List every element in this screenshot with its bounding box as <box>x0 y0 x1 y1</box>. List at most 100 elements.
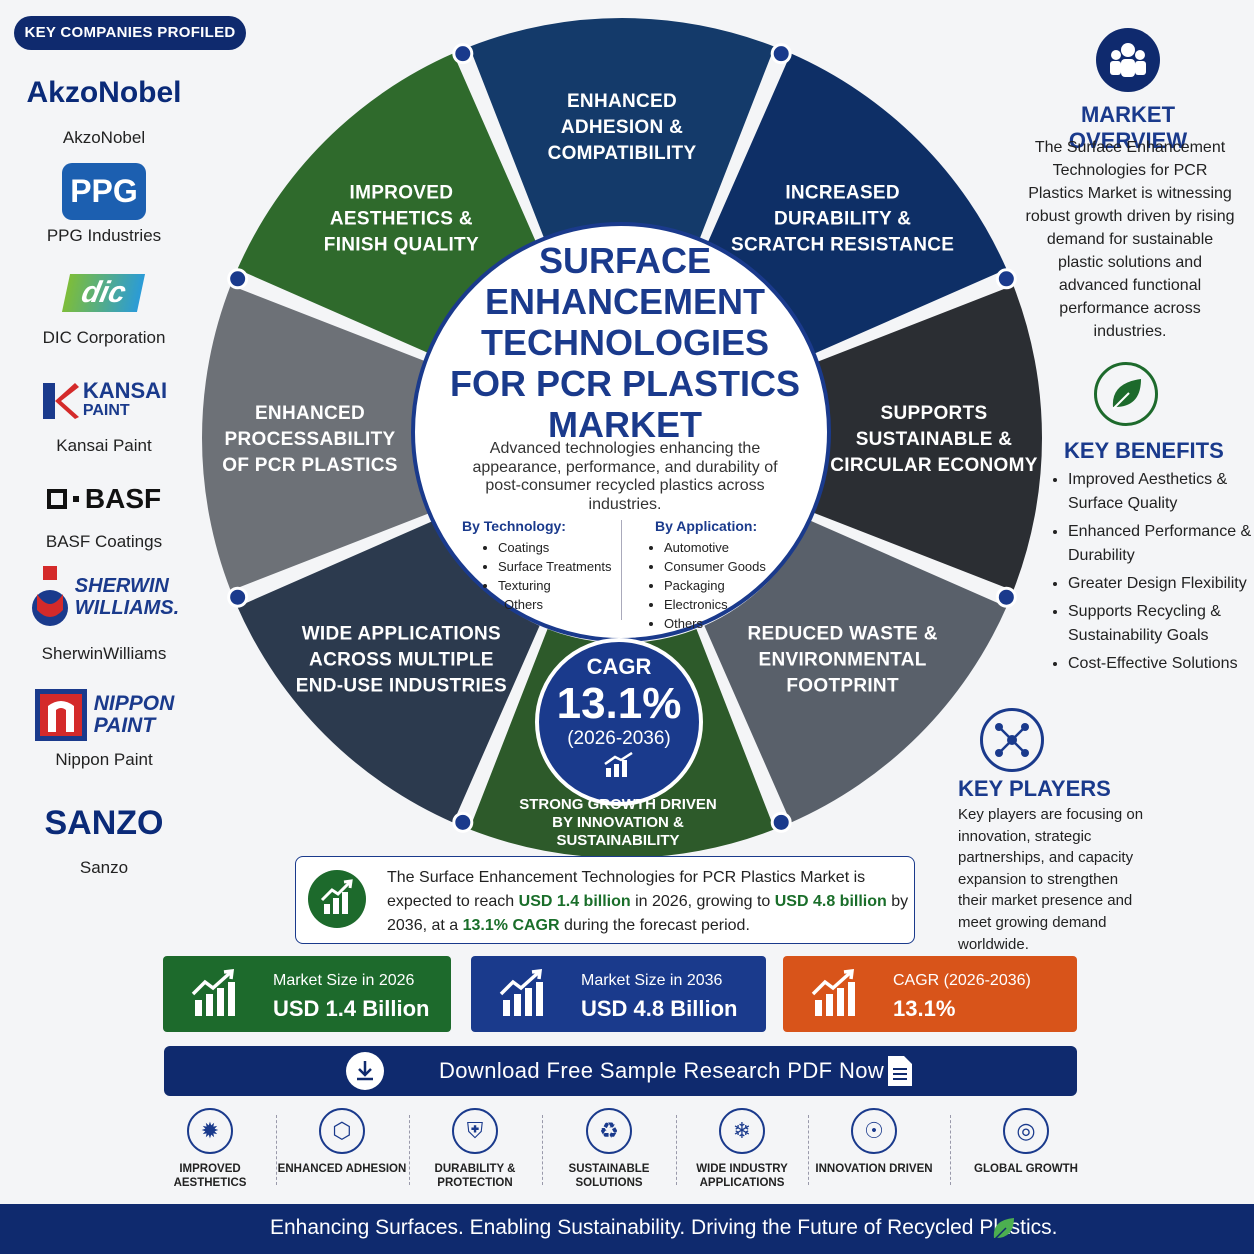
stat-card: Market Size in 2026 USD 1.4 Billion <box>163 956 451 1032</box>
stat-value: USD 4.8 Billion <box>581 996 738 1021</box>
feature-caption: GLOBAL GROWTH <box>974 1163 1078 1175</box>
feature-item: ☉ INNOVATION DRIVEN <box>809 1108 939 1176</box>
list-item: Consumer Goods <box>664 557 766 576</box>
people-icon <box>1096 28 1160 92</box>
sanzo-logo: SANZO <box>44 803 164 842</box>
footer-tagline: Enhancing Surfaces. Enabling Sustainabil… <box>270 1216 1058 1239</box>
wheel-segment <box>469 18 775 248</box>
key-benefits-list: Improved Aesthetics & Surface Quality En… <box>1052 468 1254 680</box>
company-name: PPG Industries <box>46 226 162 245</box>
stat-value: 13.1% <box>893 996 956 1021</box>
growth-chart-icon <box>811 968 855 1016</box>
wheel-segment <box>812 285 1042 591</box>
download-icon <box>346 1052 384 1090</box>
company-name: Sanzo <box>79 858 129 877</box>
molecule-icon: ⬡ <box>319 1108 365 1154</box>
list-item: Improved Aesthetics & Surface Quality <box>1068 468 1254 516</box>
separator <box>542 1115 544 1185</box>
list-item: Coatings <box>498 538 611 557</box>
list-item: Packaging <box>664 576 766 595</box>
stat-card: Market Size in 2036 USD 4.8 Billion <box>471 956 766 1032</box>
stat-label: CAGR (2026-2036) <box>893 972 1031 989</box>
rim-dot <box>995 586 1017 608</box>
globe-icon: ◎ <box>1003 1108 1049 1154</box>
cagr-period: (2026-2036) <box>567 728 671 749</box>
trend-icon <box>308 870 366 928</box>
sparkle-icon: ✹ <box>187 1108 233 1154</box>
rim-dot <box>452 811 474 833</box>
company-name: SherwinWilliams <box>41 644 167 663</box>
growth-chart-icon <box>604 751 633 777</box>
rim-dot <box>452 43 474 65</box>
kansai-logo: KANSAI PAINT <box>14 370 194 432</box>
application-list: Automotive Consumer Goods Packaging Elec… <box>646 538 766 633</box>
separator <box>276 1115 278 1185</box>
rim-dot <box>770 43 792 65</box>
list-item: Enhanced Performance & Durability <box>1068 520 1254 568</box>
list-item: Cost-Effective Solutions <box>1068 652 1254 676</box>
feature-item: ⬡ ENHANCED ADHESION <box>277 1108 407 1176</box>
recycle-icon: ♻ <box>586 1108 632 1154</box>
sherwin-globe-icon <box>31 566 68 626</box>
company-basf: BASF BASF Coatings <box>14 470 194 552</box>
growth-chart-icon <box>499 968 543 1016</box>
akzonobel-logo: AkzoNobel <box>26 76 182 109</box>
cagr-badge: CAGR 13.1% (2026-2036) <box>535 638 703 806</box>
main-title: SURFACE ENHANCEMENT TECHNOLOGIES FOR PCR… <box>449 240 800 445</box>
company-akzonobel: AkzoNobel AkzoNobel <box>14 62 194 148</box>
column-divider <box>621 520 622 620</box>
by-technology-heading: By Technology: <box>462 518 566 534</box>
dic-logo: dic <box>14 262 194 324</box>
list-item: Supports Recycling & Sustainability Goal… <box>1068 600 1254 648</box>
feature-item: ◎ GLOBAL GROWTH <box>961 1108 1091 1176</box>
company-name: Nippon Paint <box>55 750 153 769</box>
ppg-logo: PPG <box>14 160 194 222</box>
list-item: Automotive <box>664 538 766 557</box>
summary-box <box>295 856 915 944</box>
basf-logo: BASF <box>14 470 194 528</box>
key-players-heading: KEY PLAYERS <box>958 776 1111 801</box>
innovation-icon: ☉ <box>851 1108 897 1154</box>
list-item: Others <box>504 597 544 612</box>
growth-chart-icon <box>191 968 235 1016</box>
separator <box>808 1115 810 1185</box>
rim-dot <box>227 586 249 608</box>
download-sample-button[interactable]: Download Free Sample Research PDF Now <box>164 1046 1077 1096</box>
list-item: Greater Design Flexibility <box>1068 572 1254 596</box>
company-name: Kansai Paint <box>56 436 152 455</box>
stat-label: Market Size in 2026 <box>273 972 415 989</box>
rim-dot <box>995 268 1017 290</box>
wheel-segment <box>201 285 432 591</box>
feature-caption: SUSTAINABLE SOLUTIONS <box>568 1163 650 1189</box>
cagr-label: CAGR <box>586 654 652 679</box>
leaf-icon <box>993 1218 1014 1241</box>
list-item: Others <box>664 614 766 633</box>
company-dic: dic DIC Corporation <box>14 262 194 348</box>
rim-dot <box>227 268 249 290</box>
kansai-k-icon <box>42 383 79 419</box>
stat-value: USD 1.4 Billion <box>273 996 430 1021</box>
feature-caption: ENHANCED ADHESION <box>277 1163 407 1175</box>
wheel-segment <box>704 53 1007 356</box>
market-overview-text: The Surface Enhancement Technologies for… <box>1025 139 1235 340</box>
wheel-segment <box>237 53 540 356</box>
nippon-n-icon <box>34 689 87 741</box>
feature-item: ❄ WIDE INDUSTRY APPLICATIONS <box>677 1108 807 1190</box>
technology-list: Coatings Surface Treatments Texturing Ot… <box>480 538 611 614</box>
feature-item: ✹ IMPROVED AESTHETICS <box>145 1108 275 1190</box>
separator <box>675 1115 678 1185</box>
document-icon <box>888 1056 912 1086</box>
snowflake-icon: ❄ <box>719 1108 765 1154</box>
feature-caption: WIDE INDUSTRY APPLICATIONS <box>696 1163 788 1189</box>
company-ppg: PPG PPG Industries <box>14 160 194 246</box>
company-sanzo: SANZO Sanzo <box>14 792 194 878</box>
company-nippon: NIPPON PAINT Nippon Paint <box>14 684 194 770</box>
separator <box>950 1115 952 1185</box>
company-name: DIC Corporation <box>42 328 166 347</box>
network-icon <box>980 708 1044 772</box>
